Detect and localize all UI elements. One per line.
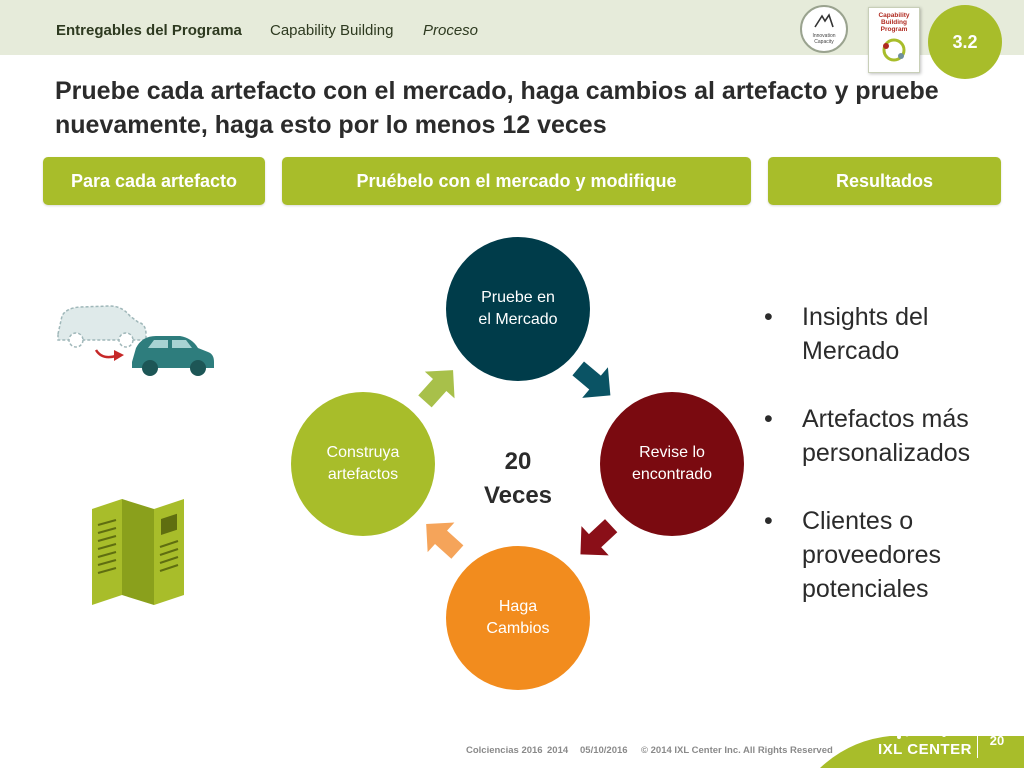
program-cycle-icon — [882, 38, 906, 62]
car-iteration-icon — [57, 305, 214, 376]
column-header-per-artifact: Para cada artefacto — [43, 157, 265, 205]
footer-date: 05/10/2016 — [580, 745, 628, 756]
footer-year: 2014 — [547, 745, 569, 756]
section-number-badge: 3.2 — [928, 5, 1002, 79]
footer-client: Colciencias 2016 — [466, 745, 543, 756]
filled-car-icon — [132, 336, 214, 376]
bullet-icon: • — [764, 507, 773, 535]
top-header-bar — [0, 0, 1024, 55]
arrow-top-left — [418, 370, 455, 408]
column-header-test-and-modify: Pruébelo con el mercado y modifique — [282, 157, 751, 205]
arrow-bottom-right — [580, 519, 618, 556]
slide-title: Pruebe cada artefacto con el mercado, ha… — [55, 77, 939, 139]
arrow-icon — [94, 349, 117, 359]
footer-copyright: © 2014 IXL Center Inc. All Rights Reserv… — [641, 745, 833, 756]
arrow-bottom-left — [426, 522, 464, 559]
bullet-icon: • — [764, 405, 773, 433]
breadcrumb-program-deliverables[interactable]: Entregables del Programa — [56, 22, 242, 39]
bullet-icon: • — [764, 303, 773, 331]
footer-brand-shape — [820, 736, 1024, 768]
map-brochure-icon — [92, 499, 184, 605]
column-header-results: Resultados — [768, 157, 1001, 205]
ixl-dots-icon — [897, 727, 946, 739]
innovation-logo-icon — [814, 13, 834, 28]
footer-divider — [977, 720, 978, 758]
breadcrumb-capability-building[interactable]: Capability Building — [270, 22, 394, 39]
outline-car-icon — [57, 305, 147, 348]
arrow-top-right — [572, 361, 611, 398]
page-number: 20 — [989, 733, 1005, 748]
breadcrumb-process[interactable]: Proceso — [423, 22, 479, 39]
ixl-center-logo: IXL CENTER — [878, 741, 972, 758]
